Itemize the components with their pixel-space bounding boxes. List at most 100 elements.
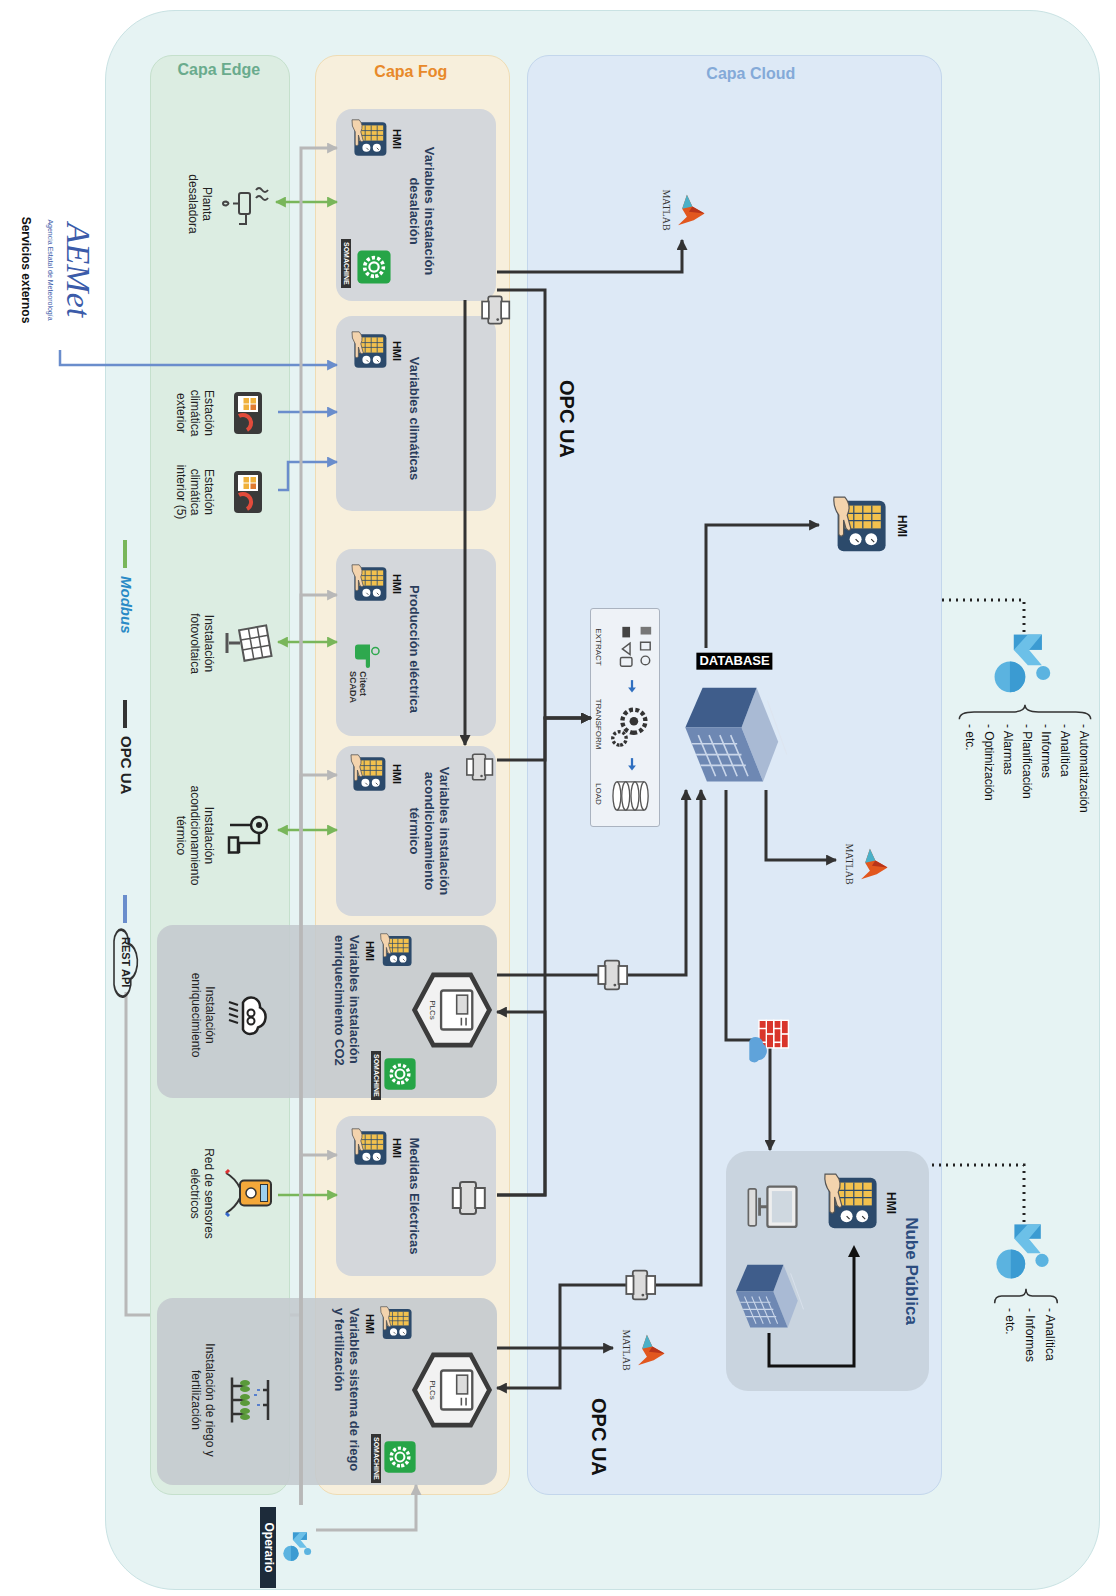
controller-panel: HMIVariables sistema de riego y fertiliz… — [157, 1298, 497, 1485]
person-icon — [994, 1222, 1054, 1282]
device-caption: Estación climática interior (5) — [174, 453, 215, 531]
etl-step: TRANSFORM — [594, 689, 603, 759]
panel-title: Variables instalación acondicionamiento … — [406, 756, 451, 906]
edge-device: Estación climática exterior — [157, 376, 277, 450]
irrig-icon — [224, 1375, 274, 1425]
layer-band: Capa CloudEXTRACTTRANSFORMLOADDATABASEHM… — [527, 55, 942, 1495]
legend-item: Modbus — [112, 540, 138, 660]
controller-panel: HMIVariables instalación enriquecimiento… — [157, 925, 497, 1098]
list-item: - Informes — [1038, 724, 1052, 854]
gear-icon — [383, 1440, 417, 1474]
matlab-icon — [857, 847, 891, 881]
server-icon — [733, 1259, 805, 1331]
panel-title: Producción eléctrica — [406, 569, 421, 729]
logo-text: AEMet — [59, 190, 98, 350]
hmi-label: HMI — [390, 119, 403, 159]
etl-step: EXTRACT — [594, 617, 603, 677]
gear-icon — [383, 1057, 417, 1091]
layer-band: Capa FogHMIVariables instalación desalac… — [315, 55, 510, 1495]
etl-box: EXTRACT TRANSFORM LOAD — [590, 608, 660, 827]
protocol-label: OPC UA — [555, 380, 578, 458]
operator: Operario — [244, 1505, 316, 1590]
list-item: - Informes — [1022, 1308, 1036, 1398]
plc-label: PLCs — [428, 1370, 437, 1410]
station-icon — [223, 467, 273, 517]
hmi-icon — [348, 331, 388, 371]
heading-text: Capa Fog — [374, 63, 447, 81]
panel-title: Variables instalación desalación — [406, 131, 436, 291]
hmi-icon — [819, 1173, 879, 1233]
etl-step: LOAD — [594, 769, 603, 819]
heading-text: DATABASE — [697, 653, 773, 670]
fog-panel: HMIProducción eléctricaCitect SCADA — [336, 549, 496, 736]
hmi-icon — [377, 933, 413, 969]
cloud-panel: Nube Pública HMI — [726, 1151, 929, 1391]
legend-item: OPC UA — [112, 700, 138, 820]
panel-title: Variables climáticas — [406, 336, 421, 501]
plc-icon — [413, 970, 491, 1050]
hmi-icon — [377, 1306, 413, 1342]
hmi-label: HMI — [390, 1128, 403, 1168]
person-icon — [992, 632, 1056, 696]
role-label: Operario — [260, 1507, 276, 1588]
hmi-label: HMI — [363, 1304, 376, 1344]
thermo-icon — [223, 810, 273, 860]
list-item: - etc. — [1002, 1308, 1016, 1398]
brace-icon — [994, 1288, 1058, 1304]
server-icon — [679, 679, 791, 787]
list-item: - Alarmas — [1000, 724, 1014, 854]
legend-line — [112, 895, 138, 925]
matlab-icon — [634, 1333, 668, 1367]
arrow-icon — [625, 679, 639, 693]
tool-label: MATLAB — [621, 1319, 633, 1381]
person-icon — [282, 1531, 314, 1563]
role-list: - Automatización- Analítica- Informes- P… — [954, 632, 1094, 854]
list-item: - etc. — [962, 724, 976, 854]
layer-band: Capa EdgePlanta desaladoraEstación climá… — [150, 55, 290, 1495]
device-caption: Instalación de riego y fertilización — [188, 1325, 216, 1475]
hmi-label: HMI — [883, 1163, 897, 1243]
service-logo: AEMetAgencia Estatal de MeteorologíaServ… — [10, 190, 100, 350]
heading-text: Capa Edge — [177, 61, 260, 79]
pc-icon — [745, 1181, 801, 1237]
legend-text: REST API — [119, 937, 132, 987]
group-label: Servicios externos — [18, 190, 32, 350]
hmi-label: HMI — [390, 564, 403, 604]
matlab-node: MATLAB — [612, 1319, 670, 1381]
software-tag: SOMACHINE — [371, 1051, 381, 1100]
role-list: - Analítica - Informes - etc. — [976, 1222, 1076, 1402]
panel-title: Nube Pública — [901, 1151, 921, 1391]
device-caption: Instalación enriquecimiento — [188, 945, 216, 1085]
fog-panel: HMIVariables instalación acondicionamien… — [336, 746, 496, 916]
solar-icon — [223, 618, 273, 668]
extract-icon — [607, 619, 655, 675]
tool-label: MATLAB — [844, 833, 856, 895]
database: DATABASE — [673, 649, 797, 791]
list-item: - Analítica — [1042, 1308, 1056, 1398]
scada-icon — [352, 639, 382, 669]
edge-device: Instalación acondicionamiento térmico — [157, 773, 277, 898]
software-tag: SOMACHINE — [341, 239, 351, 288]
hmi-terminal: HMI — [818, 486, 910, 566]
scada-label: Citect SCADA — [347, 671, 368, 715]
arrow-icon — [625, 757, 639, 771]
protocol-label: OPC UA — [587, 1398, 610, 1476]
device-caption: Estación climática exterior — [174, 376, 215, 450]
hmi-icon — [347, 754, 387, 794]
plc-icon — [413, 1350, 491, 1430]
legend-line — [112, 700, 138, 730]
list-item: - Planificación — [1019, 724, 1033, 854]
device-caption: Red de sensores eléctricos — [187, 1136, 215, 1251]
software-tag: SOMACHINE — [371, 1434, 381, 1483]
list-item: - Automatización — [1076, 724, 1090, 854]
co2-icon — [224, 990, 274, 1040]
fog-panel: HMIMedidas Eléctricas — [336, 1116, 496, 1276]
tool-label: MATLAB — [661, 179, 673, 241]
matlab-node: MATLAB — [835, 833, 893, 895]
connector — [930, 1165, 1024, 1222]
list-item: - Optimización — [981, 724, 995, 854]
gw-icon — [448, 1176, 488, 1220]
hmi-label: HMI — [894, 486, 908, 566]
fog-panel: HMIVariables climáticas — [336, 316, 496, 511]
